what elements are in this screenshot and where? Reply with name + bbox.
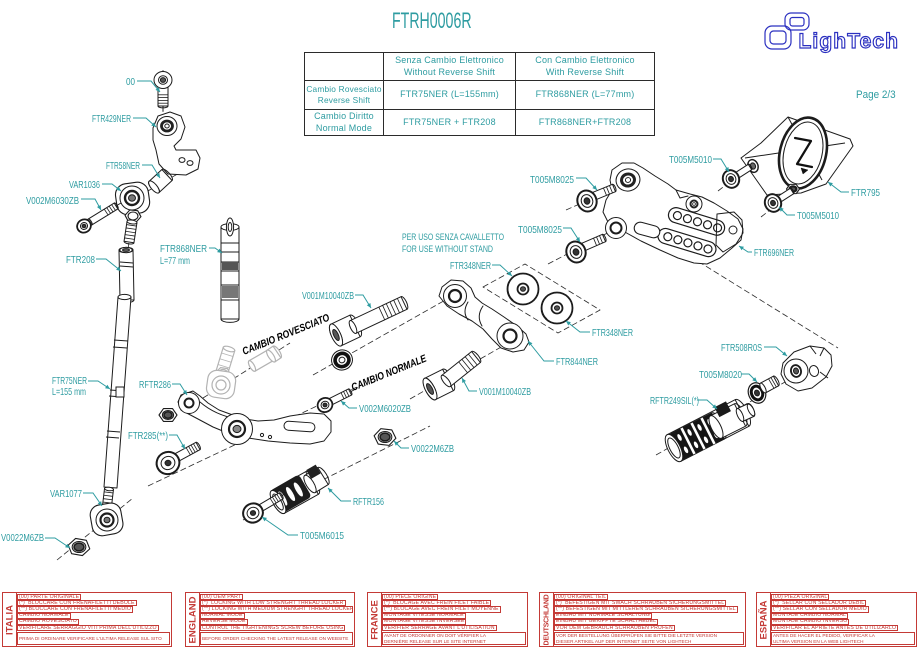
svg-text:L=155 mm: L=155 mm <box>52 387 86 398</box>
svg-text:CAMBIO ROVESCIATO: CAMBIO ROVESCIATO <box>241 312 332 358</box>
svg-text:PER USO SENZA CAVALLETTO: PER USO SENZA CAVALLETTO <box>402 232 504 243</box>
svg-text:FTR844NER: FTR844NER <box>556 357 598 368</box>
svg-text:FTR696NER: FTR696NER <box>754 248 794 259</box>
svg-text:T005M8025: T005M8025 <box>530 175 574 186</box>
svg-text:T005M8020: T005M8020 <box>699 370 742 381</box>
svg-text:V0022M6ZB: V0022M6ZB <box>1 533 44 544</box>
svg-text:T005M6015: T005M6015 <box>300 531 344 542</box>
svg-text:V0022M6ZB: V0022M6ZB <box>411 444 454 455</box>
svg-text:FTR508R0S: FTR508R0S <box>721 343 762 354</box>
svg-text:00: 00 <box>126 77 135 88</box>
svg-text:V002M6030ZB: V002M6030ZB <box>26 196 79 207</box>
svg-text:VAR1036: VAR1036 <box>69 180 100 191</box>
svg-text:FTR795: FTR795 <box>851 188 880 199</box>
svg-text:RFTR286: RFTR286 <box>139 380 171 391</box>
svg-text:RFTR249SIL(*): RFTR249SIL(*) <box>650 396 699 407</box>
svg-text:FTR348NER: FTR348NER <box>592 328 633 339</box>
svg-text:FTR208: FTR208 <box>66 255 95 266</box>
svg-text:T005M8025: T005M8025 <box>518 225 562 236</box>
svg-text:FTR58NER: FTR58NER <box>106 161 140 172</box>
svg-text:V001M10040ZB: V001M10040ZB <box>479 387 531 398</box>
svg-text:FTR429NER: FTR429NER <box>92 114 131 125</box>
svg-text:RFTR156: RFTR156 <box>353 497 384 508</box>
svg-text:V001M10040ZB: V001M10040ZB <box>302 291 354 302</box>
svg-text:VAR1077: VAR1077 <box>50 489 82 500</box>
svg-text:CAMBIO NORMALE: CAMBIO NORMALE <box>350 352 429 393</box>
svg-text:FTR868NER: FTR868NER <box>160 244 207 255</box>
svg-text:LighTech: LighTech <box>799 30 900 53</box>
svg-text:FTR348NER: FTR348NER <box>450 261 491 272</box>
svg-text:L=77 mm: L=77 mm <box>160 256 190 267</box>
svg-text:V002M6020ZB: V002M6020ZB <box>359 404 411 415</box>
svg-text:T005M5010: T005M5010 <box>669 155 712 166</box>
svg-text:FTR285(**): FTR285(**) <box>128 431 168 442</box>
svg-text:FOR USE WITHOUT STAND: FOR USE WITHOUT STAND <box>402 244 493 255</box>
svg-text:FTR75NER: FTR75NER <box>52 376 87 387</box>
svg-text:T005M5010: T005M5010 <box>797 211 839 222</box>
